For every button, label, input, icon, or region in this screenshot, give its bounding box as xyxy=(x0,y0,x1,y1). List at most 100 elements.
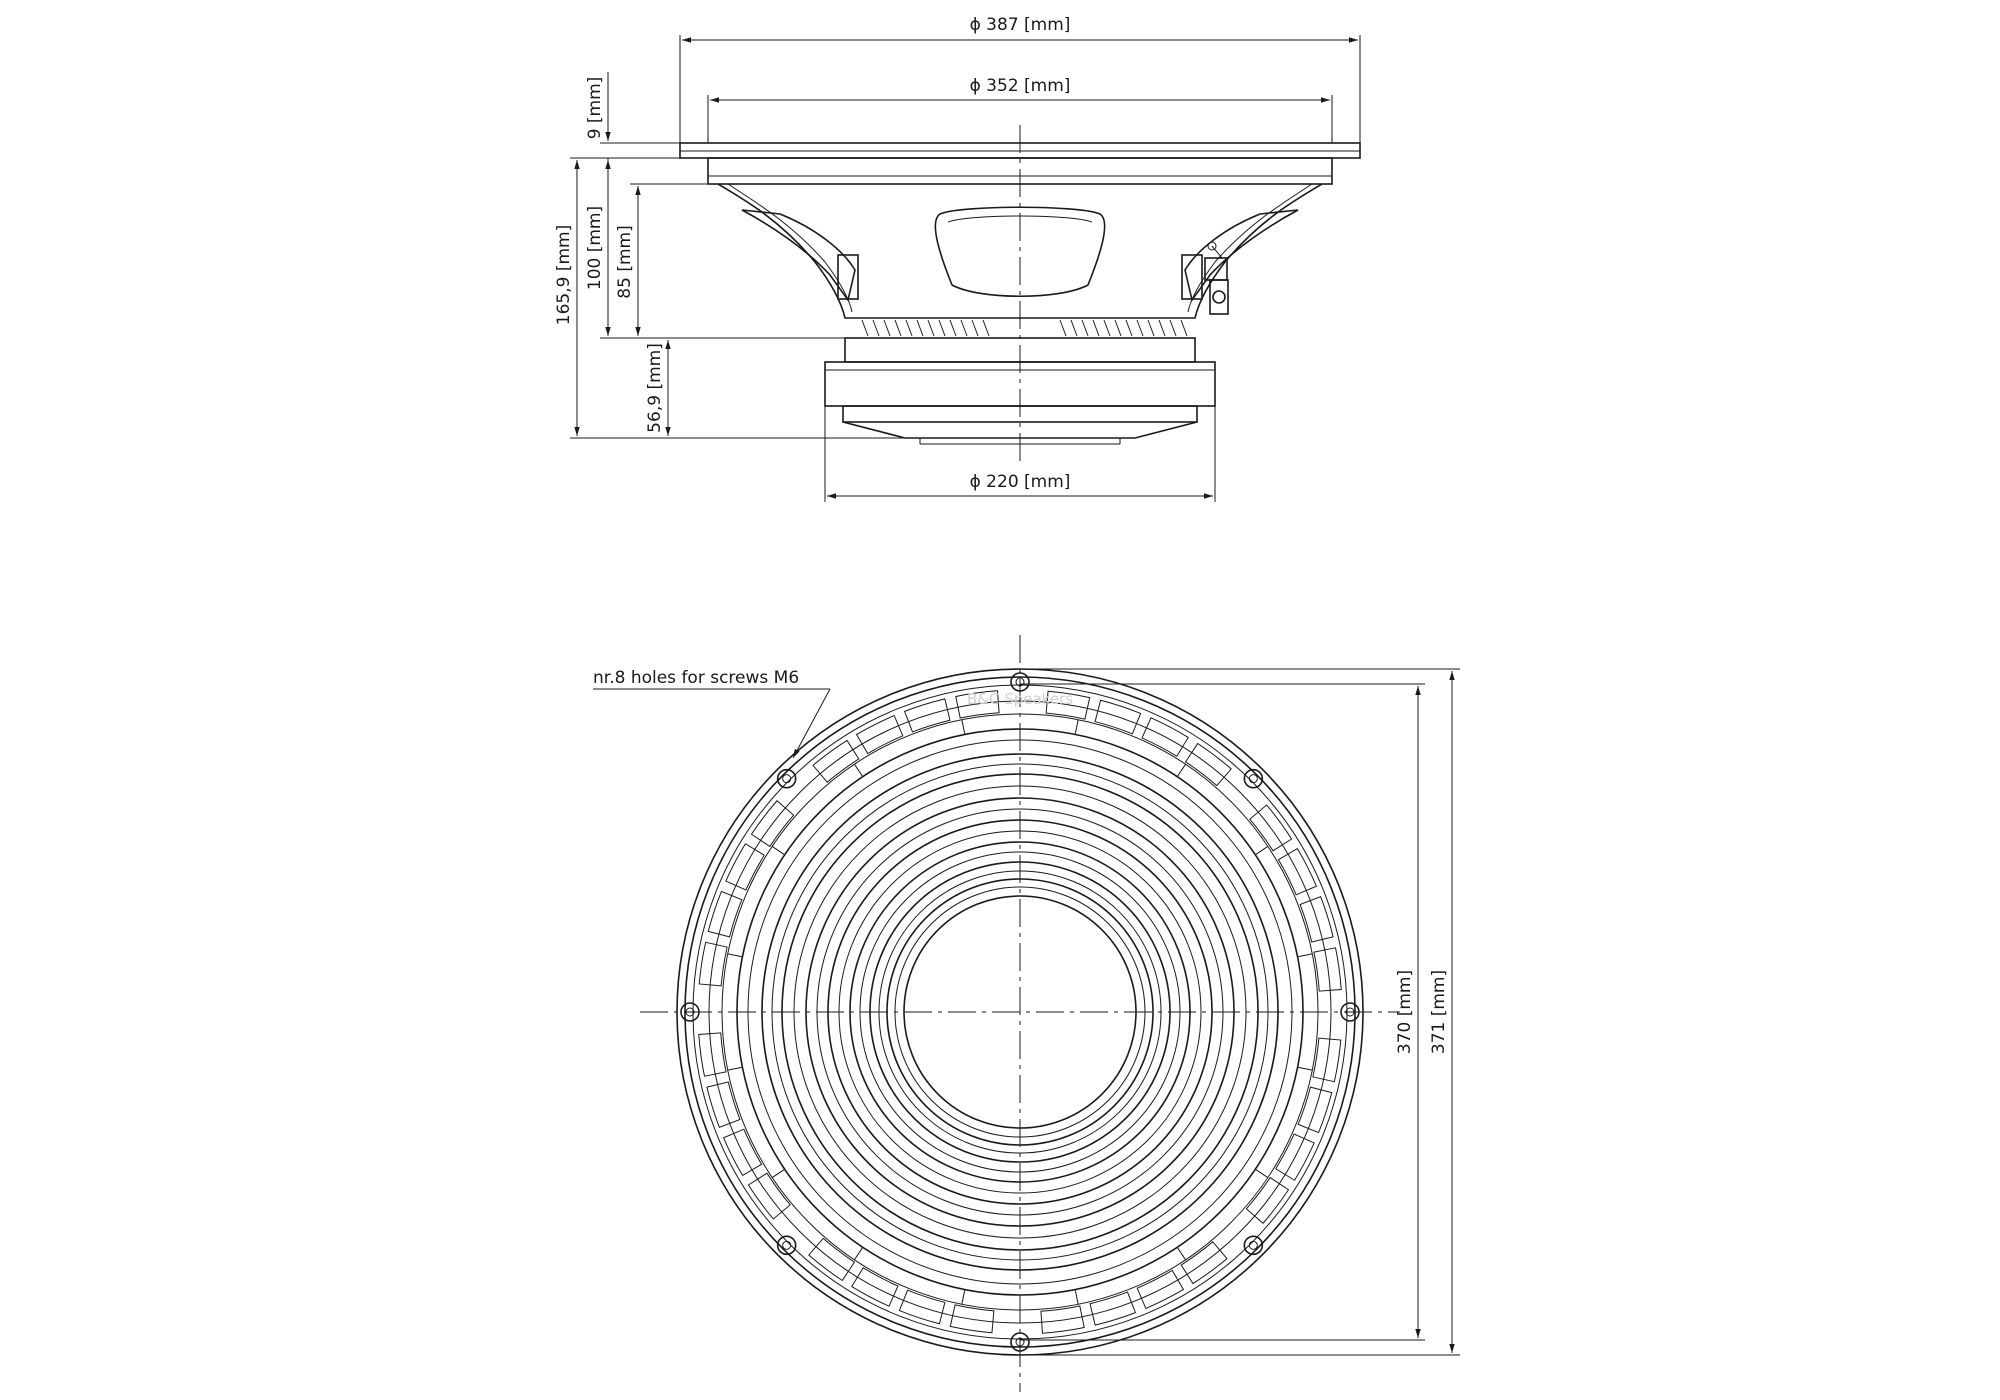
frame-spoke xyxy=(771,1168,785,1178)
cooling-fin xyxy=(1092,319,1100,337)
cooling-fin xyxy=(905,319,913,337)
cooling-fin xyxy=(1147,319,1155,337)
frame-spoke xyxy=(727,1066,743,1071)
frame-slot xyxy=(1313,947,1342,992)
cooling-fin xyxy=(872,319,880,337)
frame-slot xyxy=(706,1081,741,1129)
cone-ring xyxy=(793,785,1247,1239)
screw-hole-inner xyxy=(782,774,792,784)
screw-hole xyxy=(776,768,797,789)
frame-slot xyxy=(903,698,951,733)
frame-spoke xyxy=(1255,846,1269,856)
cone-ring xyxy=(849,841,1191,1183)
screw-hole xyxy=(1243,1235,1264,1256)
cooling-fin xyxy=(971,319,979,337)
frame-spoke xyxy=(1297,953,1313,958)
frame-slot xyxy=(1184,742,1232,787)
frame-spoke xyxy=(1176,763,1186,777)
frame-slot xyxy=(722,1128,763,1177)
dim-label-magnet-diameter: ϕ 220 [mm] xyxy=(970,472,1071,492)
terminal-connector xyxy=(1204,241,1229,315)
frame-spoke xyxy=(1255,1168,1269,1178)
cone-rings xyxy=(761,753,1279,1271)
cone-ring xyxy=(781,773,1259,1251)
screw-hole-inner xyxy=(1015,1337,1025,1347)
back-plate xyxy=(842,405,1198,423)
dim-label-frame-size: 371 [mm] xyxy=(1429,970,1449,1054)
cone-ring xyxy=(859,851,1181,1173)
frame-spoke xyxy=(961,1289,966,1305)
dim-label-total-depth: 165,9 [mm] xyxy=(554,225,574,325)
screw-hole-inner xyxy=(1248,774,1258,784)
screw-hole xyxy=(1010,672,1030,692)
dim-label-outer-diameter: ϕ 387 [mm] xyxy=(970,15,1071,35)
frame-slot xyxy=(698,941,728,987)
screw-hole xyxy=(1340,1002,1360,1022)
frame-slot xyxy=(851,1267,899,1307)
screw-hole-inner xyxy=(685,1007,695,1017)
dim-label-cone-depth: 85 [mm] xyxy=(615,225,635,298)
frame-spoke xyxy=(1074,719,1079,735)
screw-holes xyxy=(680,672,1360,1352)
cooling-fin xyxy=(1158,319,1166,337)
frame-spoke xyxy=(1297,1066,1313,1071)
frame-slot xyxy=(808,1237,856,1282)
cone-ring xyxy=(869,861,1171,1163)
cooling-fin xyxy=(883,319,891,337)
frame-slot xyxy=(1245,1176,1290,1224)
cooling-fin xyxy=(1114,319,1122,337)
frame-slot xyxy=(1089,1291,1137,1326)
frame-slot xyxy=(1141,717,1189,757)
dim-label-hole-spacing: 370 [mm] xyxy=(1395,970,1415,1054)
cooling-fin xyxy=(938,319,946,337)
cooling-fin xyxy=(1103,319,1111,337)
cooling-fin xyxy=(1169,319,1177,337)
cooling-fin xyxy=(1059,319,1067,337)
cooling-fin xyxy=(861,319,869,337)
cooling-fin xyxy=(894,319,902,337)
screw-hole xyxy=(680,1002,700,1022)
basket-spoke-right xyxy=(1184,209,1299,302)
frame-spoke xyxy=(1176,1247,1186,1261)
frame-slot xyxy=(949,1304,995,1334)
frame-slot xyxy=(725,843,765,891)
frame-slot xyxy=(1045,690,1091,720)
frame-slot xyxy=(1299,895,1334,943)
dim-label-flange-thickness: 9 [mm] xyxy=(585,77,605,140)
dim-label-basket-height: 100 [mm] xyxy=(585,206,605,290)
frame-slot xyxy=(1094,699,1142,735)
frame-slot xyxy=(855,714,904,755)
screw-hole-inner xyxy=(782,1240,792,1250)
screw-hole-inner xyxy=(1015,677,1025,687)
frame-spoke xyxy=(854,1247,864,1261)
basket-spoke-left xyxy=(741,209,856,302)
frame-slots xyxy=(698,690,1342,1334)
cone-ring xyxy=(761,753,1279,1271)
dust-cap xyxy=(903,895,1137,1129)
watermark-logo: B&C Speakers xyxy=(967,690,1073,708)
surround-outer xyxy=(736,728,1304,1296)
frame-spoke xyxy=(1074,1289,1079,1305)
cooling-fin xyxy=(960,319,968,337)
cone-ring xyxy=(878,870,1162,1154)
cooling-fin xyxy=(1125,319,1133,337)
frame-spoke xyxy=(854,763,864,777)
cone-ring xyxy=(886,878,1154,1146)
frame-slot xyxy=(955,690,1000,719)
cone-ring xyxy=(838,830,1202,1194)
frame-slot xyxy=(898,1289,946,1325)
cooling-fin xyxy=(949,319,957,337)
holes-callout-label: nr.8 holes for screws M6 xyxy=(593,668,799,688)
frame-slot xyxy=(1297,1086,1333,1134)
cone-ring xyxy=(771,763,1269,1261)
screw-hole xyxy=(1243,768,1264,789)
cooling-fin xyxy=(927,319,935,337)
top-view: B&C Speakers nr.8 holes for screws M6 37… xyxy=(593,635,1460,1392)
frame-slot xyxy=(1275,1133,1315,1181)
cooling-fin xyxy=(1070,319,1078,337)
cooling-fin xyxy=(1180,319,1188,337)
screw-hole xyxy=(1010,1332,1030,1352)
side-view: ϕ 387 [mm] ϕ 352 [mm] 9 [mm] 165,9 [mm] … xyxy=(554,15,1361,502)
frame-slot xyxy=(1312,1037,1342,1083)
frame-slot xyxy=(1277,847,1318,896)
